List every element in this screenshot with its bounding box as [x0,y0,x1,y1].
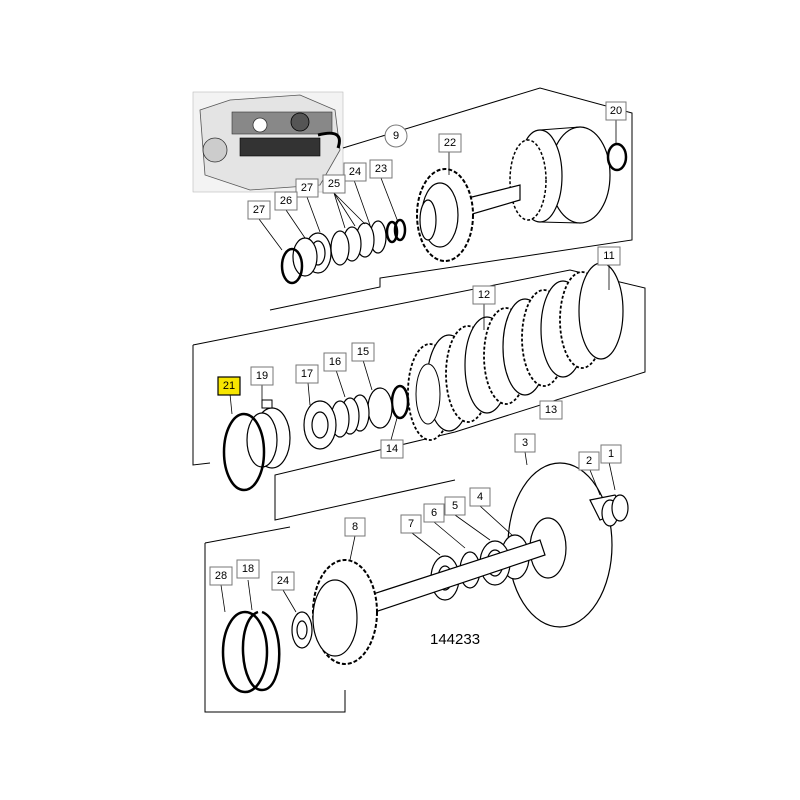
svg-text:21: 21 [223,380,235,392]
svg-text:18: 18 [242,563,254,575]
svg-text:12: 12 [478,289,490,301]
callout-22: 22 [438,133,462,153]
callout-labels: 20 9 22 23 24 25 27 26 27 11 12 13 21 19… [209,101,627,591]
svg-text:15: 15 [357,346,369,358]
callout-4: 4 [469,487,491,507]
callout-1: 1 [600,444,622,464]
clutch-pack-middle [222,262,624,492]
callout-28: 28 [209,566,233,586]
svg-text:7: 7 [408,518,414,530]
callout-26: 26 [274,191,298,211]
svg-text:27: 27 [301,182,313,194]
callout-13: 13 [539,400,563,420]
svg-text:26: 26 [280,195,292,207]
callout-20: 20 [605,101,627,121]
callout-23: 23 [369,159,393,179]
svg-text:14: 14 [386,443,398,455]
transmission-inset-sketch [192,91,344,193]
svg-text:28: 28 [215,570,227,582]
callout-18: 18 [236,559,260,579]
svg-text:20: 20 [610,105,622,117]
callout-17: 17 [295,364,319,384]
svg-text:11: 11 [603,250,614,262]
svg-text:1: 1 [608,448,614,460]
output-assembly-bottom [221,462,629,694]
callout-14: 14 [380,439,404,459]
svg-text:3: 3 [522,437,528,449]
svg-text:22: 22 [444,137,456,149]
svg-text:4: 4 [477,491,483,503]
svg-text:25: 25 [328,178,340,190]
svg-text:8: 8 [352,521,358,533]
svg-text:17: 17 [301,368,313,380]
callout-12: 12 [472,285,496,305]
callout-24-top: 24 [343,162,367,182]
callout-7: 7 [400,514,422,534]
callout-2: 2 [578,451,600,471]
callout-6: 6 [423,503,445,523]
shaft-gear-assembly-top [280,126,628,285]
leader-lines [220,120,617,613]
svg-text:24: 24 [349,166,361,178]
svg-text:2: 2 [586,455,592,467]
callout-16: 16 [323,352,347,372]
svg-text:27: 27 [253,204,265,216]
svg-text:23: 23 [375,163,387,175]
clutch-plate [578,262,624,360]
svg-text:5: 5 [452,500,458,512]
callout-5: 5 [444,496,466,516]
callout-27-upper: 27 [295,178,319,198]
callout-11: 11 [597,246,621,266]
svg-text:19: 19 [256,370,268,382]
callout-8: 8 [344,517,366,537]
svg-text:24: 24 [277,575,289,587]
callout-25: 25 [322,174,346,194]
callout-15: 15 [351,342,375,362]
svg-text:6: 6 [431,507,437,519]
callout-9: 9 [384,124,408,148]
diagram-number: 144233 [430,631,480,648]
callout-21-highlighted: 21 [217,376,241,396]
callout-3: 3 [514,433,536,453]
svg-text:13: 13 [545,404,557,416]
callout-19: 19 [250,366,274,386]
clutch-hub-bore [415,363,441,425]
svg-text:9: 9 [393,130,399,142]
callout-27-lower: 27 [247,200,271,220]
callout-24-bottom: 24 [271,571,295,591]
svg-text:16: 16 [329,356,341,368]
